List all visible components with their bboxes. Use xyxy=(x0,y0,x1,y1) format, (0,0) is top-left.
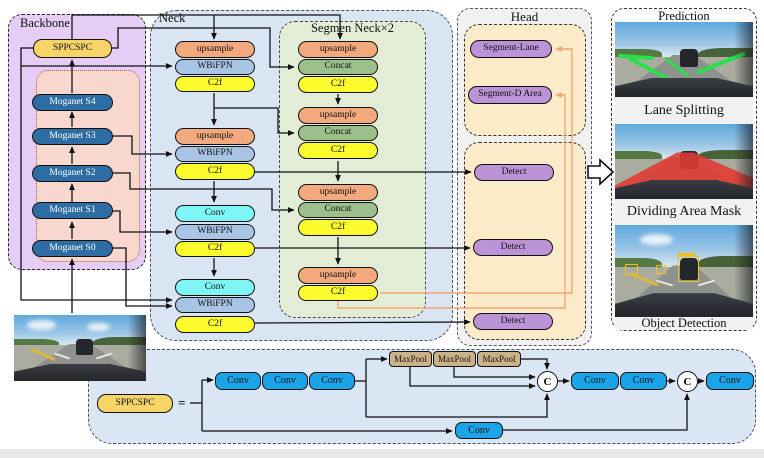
neck-title: Neck xyxy=(159,11,186,25)
input-image xyxy=(14,315,146,381)
segmen-upsample-3: upsample xyxy=(298,184,378,201)
block-detect-1: Detect xyxy=(474,164,554,181)
neck-c2f-2: C2f xyxy=(175,163,255,180)
neck-c2f-3: C2f xyxy=(175,241,255,257)
backbone-title: Backbone xyxy=(20,16,70,30)
prediction-image-object xyxy=(615,225,753,317)
neck-c2f-1: C2f xyxy=(175,76,255,92)
segmen-concat-1: Concat xyxy=(298,59,378,75)
neck-upsample-1: upsample xyxy=(175,41,255,58)
block-moganet-s4: Moganet S4 xyxy=(32,94,113,111)
segmen-neck-title: Segmen Neck×2 xyxy=(310,21,395,35)
block-sppcspc: SPPCSPC xyxy=(33,39,112,58)
neck-wbifpn-4: WBiFPN xyxy=(175,297,255,313)
detail-maxpool-2: MaxPool xyxy=(433,351,476,367)
block-detect-2: Detect xyxy=(473,239,553,256)
segmen-concat-2: Concat xyxy=(298,125,378,141)
sppcspc-detail-box xyxy=(88,349,756,444)
detail-maxpool-1: MaxPool xyxy=(389,351,432,367)
detail-conv-mid-1: Conv xyxy=(571,372,619,390)
block-moganet-s2: Moganet S2 xyxy=(32,165,113,182)
neck-wbifpn-1: WBiFPN xyxy=(175,59,255,75)
head-title: Head xyxy=(510,9,539,24)
concat-circle-1: C xyxy=(537,371,558,392)
segmen-c2f-2: C2f xyxy=(298,142,378,159)
neck-c2f-4: C2f xyxy=(175,316,255,333)
block-segment-lane: Segment-Lane xyxy=(470,40,552,58)
detail-conv-in-1: Conv xyxy=(215,372,261,390)
segmen-c2f-3: C2f xyxy=(298,219,378,236)
equals-sign: = xyxy=(178,395,186,410)
prediction-title: Prediction xyxy=(658,9,710,23)
prediction-label-area: Dividing Area Mask xyxy=(615,199,753,225)
segmen-upsample-2: upsample xyxy=(298,107,378,124)
segmen-upsample-4: upsample xyxy=(298,267,378,284)
block-moganet-s1: Moganet S1 xyxy=(32,202,113,219)
neck-conv-4: Conv xyxy=(175,279,255,296)
block-segment-d-area: Segment-D Area xyxy=(468,86,552,104)
neck-conv-3: Conv xyxy=(175,205,255,222)
segmen-c2f-4: C2f xyxy=(298,285,378,301)
detail-conv-bypass: Conv xyxy=(455,422,503,439)
segmen-concat-3: Concat xyxy=(298,202,378,218)
concat-circle-2: C xyxy=(677,371,698,392)
prediction-image-area xyxy=(615,124,753,199)
detail-maxpool-3: MaxPool xyxy=(477,351,521,367)
block-moganet-s0: Moganet S0 xyxy=(32,240,113,257)
detail-conv-mid-2: Conv xyxy=(620,372,667,390)
block-detect-3: Detect xyxy=(473,313,553,330)
neck-upsample-2: upsample xyxy=(175,128,255,145)
bottom-strip xyxy=(0,449,764,458)
prediction-label-lane: Lane Splitting xyxy=(615,97,753,124)
detail-conv-out: Conv xyxy=(706,372,754,390)
prediction-label-object: Object Detection xyxy=(615,316,753,330)
detail-conv-in-3: Conv xyxy=(309,372,355,390)
neck-wbifpn-3: WBiFPN xyxy=(175,224,255,240)
prediction-image-lane xyxy=(615,22,753,97)
detail-conv-in-2: Conv xyxy=(262,372,308,390)
block-moganet-s3: Moganet S3 xyxy=(32,128,113,145)
segmen-upsample-1: upsample xyxy=(298,41,378,58)
detail-sppcspc: SPPCSPC xyxy=(97,394,173,413)
flow-arrow-icon xyxy=(587,158,615,186)
segmen-c2f-1: C2f xyxy=(298,76,378,93)
neck-wbifpn-2: WBiFPN xyxy=(175,146,255,162)
